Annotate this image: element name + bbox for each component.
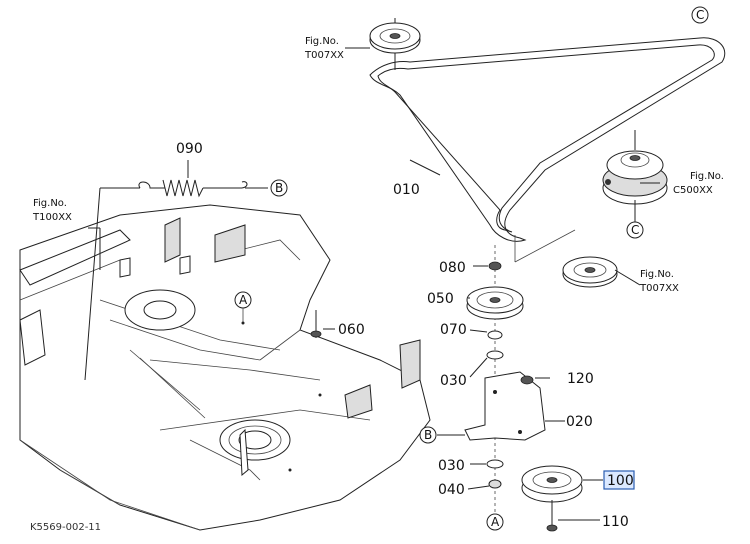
callout-a-deck: A <box>234 291 252 322</box>
part-label-060: 060 <box>338 322 365 338</box>
drawing-code: K5569-002-11 <box>30 522 101 533</box>
part-label-070: 070 <box>440 322 467 338</box>
part-label-050: 050 <box>427 291 454 307</box>
fig-ref-clutch-label: Fig.No. <box>690 171 724 182</box>
part-label-100-highlight <box>603 470 635 490</box>
svg-text:B: B <box>275 181 283 195</box>
svg-text:C: C <box>631 223 639 237</box>
fig-ref-top-label: Fig.No. <box>305 36 339 47</box>
callout-c-clutch: C <box>626 221 644 239</box>
fig-ref-clutch-code: C500XX <box>673 185 713 196</box>
leader-lines <box>84 47 660 521</box>
part-label-010: 010 <box>393 182 420 198</box>
belt-010 <box>369 37 726 242</box>
part-label-100[interactable]: 100 <box>607 473 634 489</box>
idler-stack <box>464 229 583 532</box>
part-label-030-upper: 030 <box>440 373 467 389</box>
fig-ref-left-code: T100XX <box>32 212 72 223</box>
svg-text:C: C <box>696 8 704 22</box>
part-label-080: 080 <box>439 260 466 276</box>
callout-c-top: C <box>691 6 709 24</box>
spring-090 <box>138 160 268 198</box>
callout-b-arm: B <box>419 426 437 444</box>
mower-deck <box>19 204 431 531</box>
svg-text:A: A <box>491 515 500 529</box>
callout-b-spring: B <box>270 179 288 197</box>
part-label-030-lower: 030 <box>438 458 465 474</box>
fig-ref-left-label: Fig.No. <box>33 198 67 209</box>
clutch-c500 <box>602 130 668 222</box>
part-label-110: 110 <box>602 514 629 530</box>
part-label-040: 040 <box>438 482 465 498</box>
part-label-090: 090 <box>176 141 203 157</box>
fig-ref-top-code: T007XX <box>304 50 344 61</box>
callout-a-bottom: A <box>486 513 504 531</box>
svg-text:A: A <box>239 293 248 307</box>
fig-ref-mid-label: Fig.No. <box>640 269 674 280</box>
part-label-020: 020 <box>566 414 593 430</box>
fig-ref-mid-code: T007XX <box>639 283 679 294</box>
bolt-060 <box>310 310 335 338</box>
pulley-top <box>369 18 421 70</box>
svg-text:B: B <box>424 428 432 442</box>
part-label-120: 120 <box>567 371 594 387</box>
pulley-mid <box>562 256 618 288</box>
